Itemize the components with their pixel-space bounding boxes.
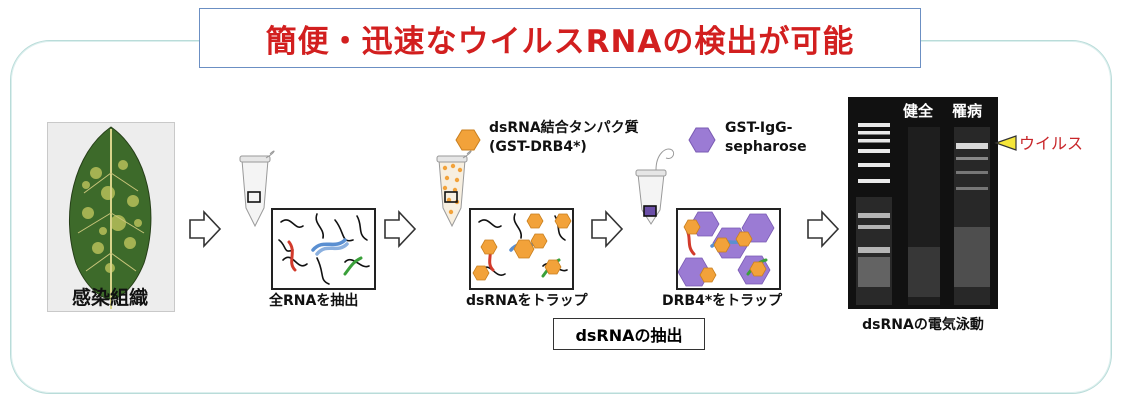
sepharose-binding-illustration (677, 211, 775, 287)
virus-label: ウイルス (1019, 134, 1084, 153)
title-box: 簡便・迅速なウイルスRNAの検出が可能 (199, 8, 921, 68)
lane-label-diseased: 罹病 (952, 102, 983, 120)
binding-protein-label-1: dsRNA結合タンパク質 (489, 120, 639, 136)
infected-leaf-image (47, 122, 175, 312)
page-title: 簡便・迅速なウイルスRNAの検出が可能 (265, 23, 855, 60)
rna-strands-illustration (278, 213, 370, 285)
arrow-right-icon (189, 210, 222, 248)
lane-label-healthy: 健全 (903, 102, 934, 120)
trap-drb4-panel (676, 208, 781, 290)
microtube-with-protein-icon (436, 150, 472, 228)
infected-tissue-label: 感染組織 (71, 287, 148, 309)
gel-bands-illustration (856, 123, 990, 305)
arrow-right-icon (591, 210, 624, 248)
dsrna-extraction-label: dsRNAの抽出 (553, 318, 705, 350)
leaf-icon (69, 126, 152, 309)
trap-dsrna-panel (469, 208, 574, 290)
trap-drb4-caption: DRB4*をトラップ (662, 293, 783, 309)
gel-caption: dsRNAの電気泳動 (862, 317, 984, 333)
arrow-right-icon (384, 210, 417, 248)
sepharose-label-1: GST-IgG- (725, 120, 793, 136)
electrophoresis-gel (848, 97, 998, 309)
sepharose-label-2: sepharose (725, 139, 807, 155)
dsrna-binding-illustration (472, 213, 572, 281)
total-rna-caption: 全RNAを抽出 (269, 293, 359, 309)
trap-dsrna-caption: dsRNAをトラップ (466, 293, 588, 309)
total-rna-panel (271, 208, 376, 290)
purple-hexagon-icon (688, 127, 716, 153)
microtube-icon (239, 150, 275, 228)
arrow-right-icon (807, 210, 840, 248)
microtube-pellet-icon (635, 148, 675, 225)
yellow-triangle-pointer-icon (994, 135, 1017, 151)
binding-protein-label-2: (GST-DRB4*) (489, 139, 587, 155)
orange-hexagon-icon (455, 129, 481, 151)
